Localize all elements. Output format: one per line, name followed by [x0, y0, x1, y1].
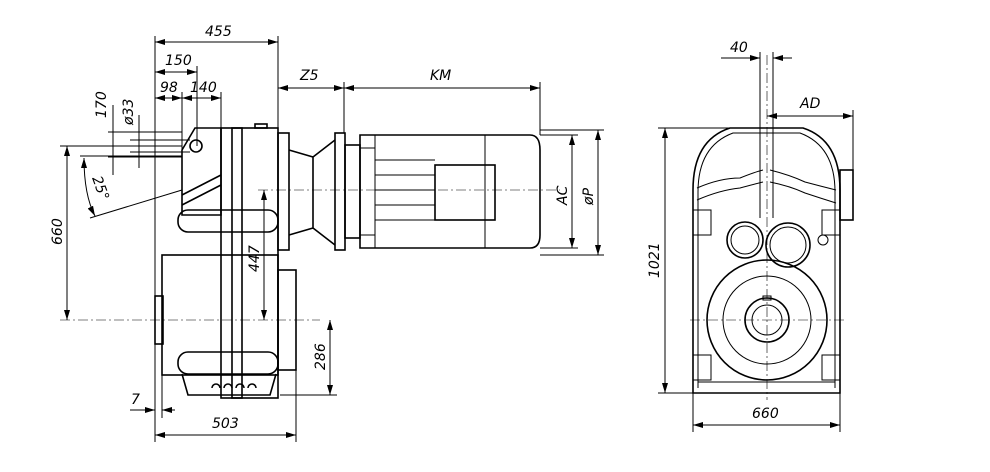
gearbox-end-view	[690, 55, 854, 400]
dim-ad: AD	[799, 96, 821, 112]
dim-z5: Z5	[299, 68, 319, 84]
dim-447: 447	[247, 245, 263, 272]
dim-98: 98	[160, 80, 178, 96]
dim-dia-33: ø33	[121, 99, 137, 126]
dim-ac: AC	[555, 185, 571, 206]
side-dimensions: 455 150 98 140 Z5 KM 170 ø33 25° 660 447…	[50, 24, 604, 442]
dim-km: KM	[430, 68, 451, 84]
dim-660: 660	[50, 218, 66, 245]
dim-dia-p: øP	[581, 187, 597, 206]
dim-40: 40	[730, 40, 748, 56]
motor-side-view	[344, 134, 541, 249]
dim-7: 7	[131, 392, 140, 408]
dim-1021: 1021	[647, 242, 663, 278]
dim-150: 150	[165, 53, 192, 69]
dim-286: 286	[313, 343, 329, 370]
dim-660-width: 660	[752, 406, 779, 422]
dim-140: 140	[190, 80, 217, 96]
dim-455: 455	[205, 24, 232, 40]
dim-503: 503	[212, 416, 239, 432]
dim-25-deg: 25°	[88, 174, 112, 203]
dim-170: 170	[94, 91, 110, 118]
end-dimensions: 40 AD 1021 660	[647, 40, 854, 432]
